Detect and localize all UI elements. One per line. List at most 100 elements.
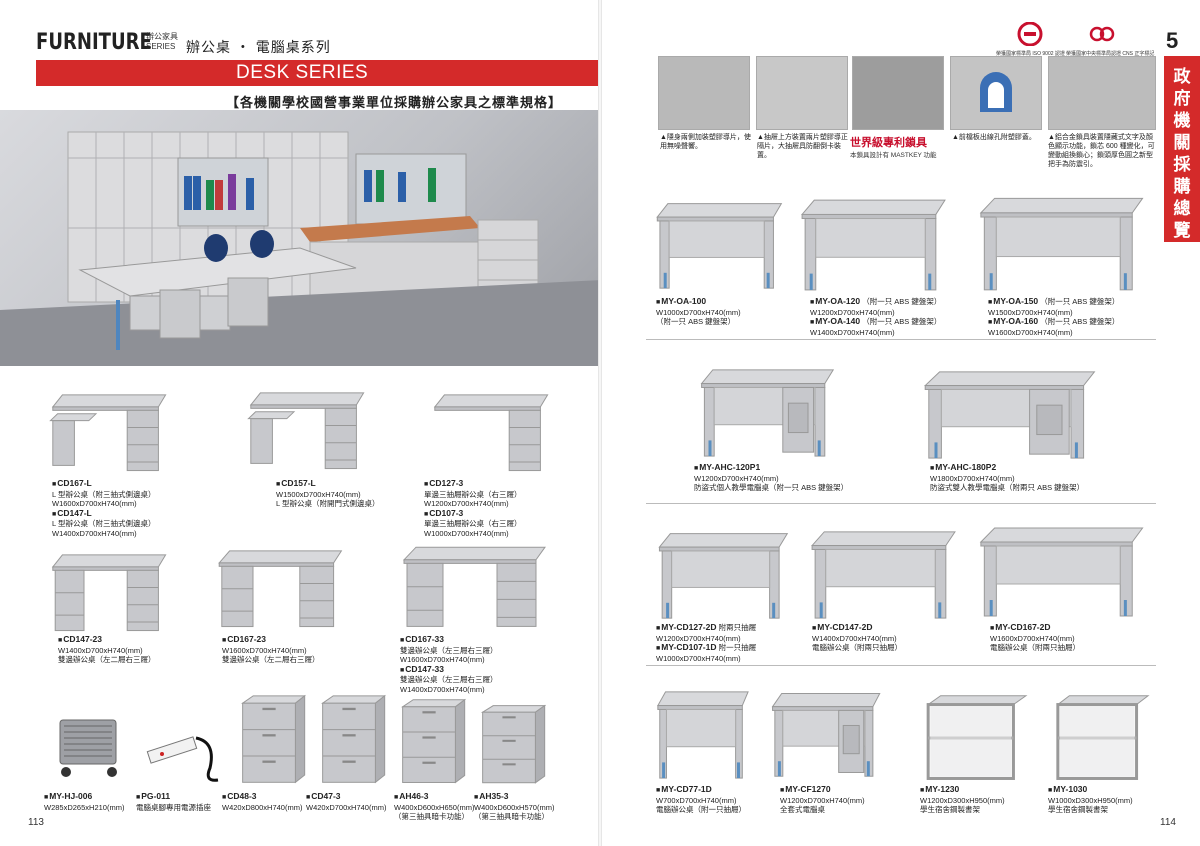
product-spec: 全套式電腦桌: [780, 805, 825, 814]
product-spec: W1000xD700xH740(mm): [656, 653, 741, 663]
brand-subtitle: 辦公家具 SERIES: [146, 32, 178, 52]
product-code: MY-CD127-2D: [656, 622, 717, 632]
cert-logo-cns: [1088, 22, 1116, 51]
product-spec: （第三抽具暗卡功能）: [394, 812, 469, 821]
product-caption: MY-OA-120 （附一只 ABS 鍵盤架）W1200xD700xH740(m…: [810, 296, 942, 337]
product-code: CD48-3: [222, 791, 257, 801]
product-image: [240, 694, 307, 791]
product-caption: MY-CD127-2D 附兩只抽屜W1200xD700xH740(mm)MY-C…: [656, 622, 757, 663]
product-spec: W1000xD700xH740(mm): [424, 528, 509, 538]
product-spec: W1200xD300xH950(mm): [920, 795, 1005, 805]
lock-icon: [976, 68, 1016, 119]
product-code: MY-CD107-1D: [656, 642, 717, 652]
patent-subtitle: 本鎖具設計有 MASTKEY 功能: [850, 152, 937, 159]
product-image: [48, 388, 168, 479]
product-spec: W420xD700xH740(mm): [306, 802, 387, 812]
product-spec: 雙邊辦公桌（左二屜右三屜）: [222, 655, 320, 664]
product-spec: W1400xD700xH740(mm): [810, 327, 895, 337]
page-number-right: 114: [1160, 817, 1176, 828]
page-gutter: [598, 0, 602, 846]
product-image: [924, 694, 1028, 787]
cert-caption-iso: 榮獲國家標準局 ISO 9002 認證: [996, 51, 1065, 57]
product-code: MY-OA-160: [988, 316, 1038, 326]
product-code: MY-CD167-2D: [990, 622, 1051, 632]
product-image: [52, 712, 132, 785]
product-code: MY-OA-150: [988, 296, 1038, 306]
product-spec: 雙邊辦公桌（左二屜右三屜）: [58, 655, 156, 664]
product-caption: MY-CD147-2DW1400xD700xH740(mm)電腦辦公桌（附兩只抽…: [812, 622, 902, 653]
product-code: AH46-3: [394, 791, 429, 801]
product-caption: MY-AHC-180P2W1800xD700xH740(mm)防盜式雙人教學電腦…: [930, 462, 1085, 493]
product-spec: 電腦辦公桌（附兩只抽屜）: [812, 643, 902, 652]
product-image: [144, 728, 224, 789]
product-spec: L 型辦公桌（附三抽式側邊桌）: [52, 519, 156, 528]
product-code: MY-HJ-006: [44, 791, 92, 801]
product-spec: W1600xD700xH740(mm): [52, 499, 137, 508]
banner-bar: [36, 60, 599, 86]
product-image: [696, 362, 836, 465]
product-spec: W1800xD700xH740(mm): [930, 473, 1015, 483]
product-spec: L 型辦公桌（附開門式側邊桌）: [276, 499, 380, 508]
product-code: MY-CD77-1D: [656, 784, 712, 794]
section-number: 5: [1166, 28, 1179, 53]
product-spec: W1400xD700xH740(mm): [812, 633, 897, 643]
product-spec: 防盜式雙人教學電腦桌（附兩只 ABS 鍵盤架）: [930, 483, 1085, 492]
product-image: [652, 196, 784, 297]
product-code: MY-1230: [920, 784, 959, 794]
product-image: [246, 386, 366, 477]
product-spec: W400xD600xH570(mm): [474, 802, 555, 812]
product-image: [654, 684, 750, 787]
product-spec: 雙邊辦公桌（左三屜右三屜）: [400, 675, 498, 684]
product-code: CD167-L: [52, 478, 92, 488]
product-spec: W285xD265xH210(mm): [44, 802, 125, 812]
product-spec: 學生宿舍鋼製書架: [920, 805, 980, 814]
product-code: CD147-33: [400, 664, 444, 674]
side-tab: [1164, 56, 1200, 242]
product-spec: W1200xD700xH740(mm): [424, 499, 509, 508]
detail-caption: ▲前檔板出線孔附塑膠蓋。: [952, 134, 1036, 141]
cert-logo-iso: [1016, 21, 1044, 51]
product-note: （附一只 ABS 鍵盤架）: [1040, 297, 1120, 306]
product-note: 附一只抽屜: [718, 643, 757, 652]
product-spec: W1600xD700xH740(mm): [222, 645, 307, 655]
brand-sub-zh: 辦公家具: [146, 32, 178, 41]
product-note: （附一只 ABS 鍵盤架）: [862, 297, 942, 306]
product-spec: W1200xD700xH740(mm): [694, 473, 779, 483]
product-image: [806, 524, 958, 627]
banner-title: DESK SERIES: [236, 62, 369, 83]
product-spec: W1500xD700xH740(mm): [276, 489, 361, 499]
product-code: CD157-L: [276, 478, 316, 488]
product-code: MY-CD147-2D: [812, 622, 873, 632]
product-caption: CD167-L L 型辦公桌（附三抽式側邊桌） W1600xD700xH740(mm…: [52, 478, 156, 538]
detail-photo: [1048, 56, 1156, 130]
product-spec: W1200xD700xH740(mm): [656, 633, 741, 643]
series-title: 辦公桌 ・ 電腦桌系列: [186, 39, 331, 55]
product-spec: W700xD700xH740(mm): [656, 795, 737, 805]
detail-caption: ▲抽屜上方裝置兩片塑膠導正隔片，大抽屜具防翻倒卡裝置。: [757, 134, 848, 159]
product-image: [320, 694, 387, 791]
product-spec: 雙邊辦公桌（左三屜右三屜）: [400, 645, 498, 655]
product-image: [796, 192, 948, 299]
product-image: [400, 698, 467, 791]
product-spec: 學生宿舍鋼製書架: [1048, 805, 1108, 814]
product-code: CD147-23: [58, 634, 102, 644]
detail-photo: [756, 56, 848, 130]
detail-caption: ▲鋁合金鎖具裝置隱藏式文字及顏色顯示功能，鎖芯 600 種變化，可變動組換鎖心；…: [1048, 134, 1155, 168]
product-spec: W1200xD700xH740(mm): [780, 795, 865, 805]
side-tab-label: 政府機關採購總覽: [1173, 67, 1191, 240]
product-code: MY-AHC-120P1: [694, 462, 760, 472]
product-image: [654, 526, 790, 627]
product-spec: W420xD800xH740(mm): [222, 802, 303, 812]
header-background: [180, 0, 600, 58]
product-image: [480, 704, 547, 791]
page-number-left: 113: [28, 817, 44, 828]
product-spec: 單邊三抽屜辦公桌（右三屜）: [424, 519, 522, 528]
detail-caption: ▲隱身兩側加裝塑膠導片，使用無噪聲響。: [660, 134, 751, 150]
